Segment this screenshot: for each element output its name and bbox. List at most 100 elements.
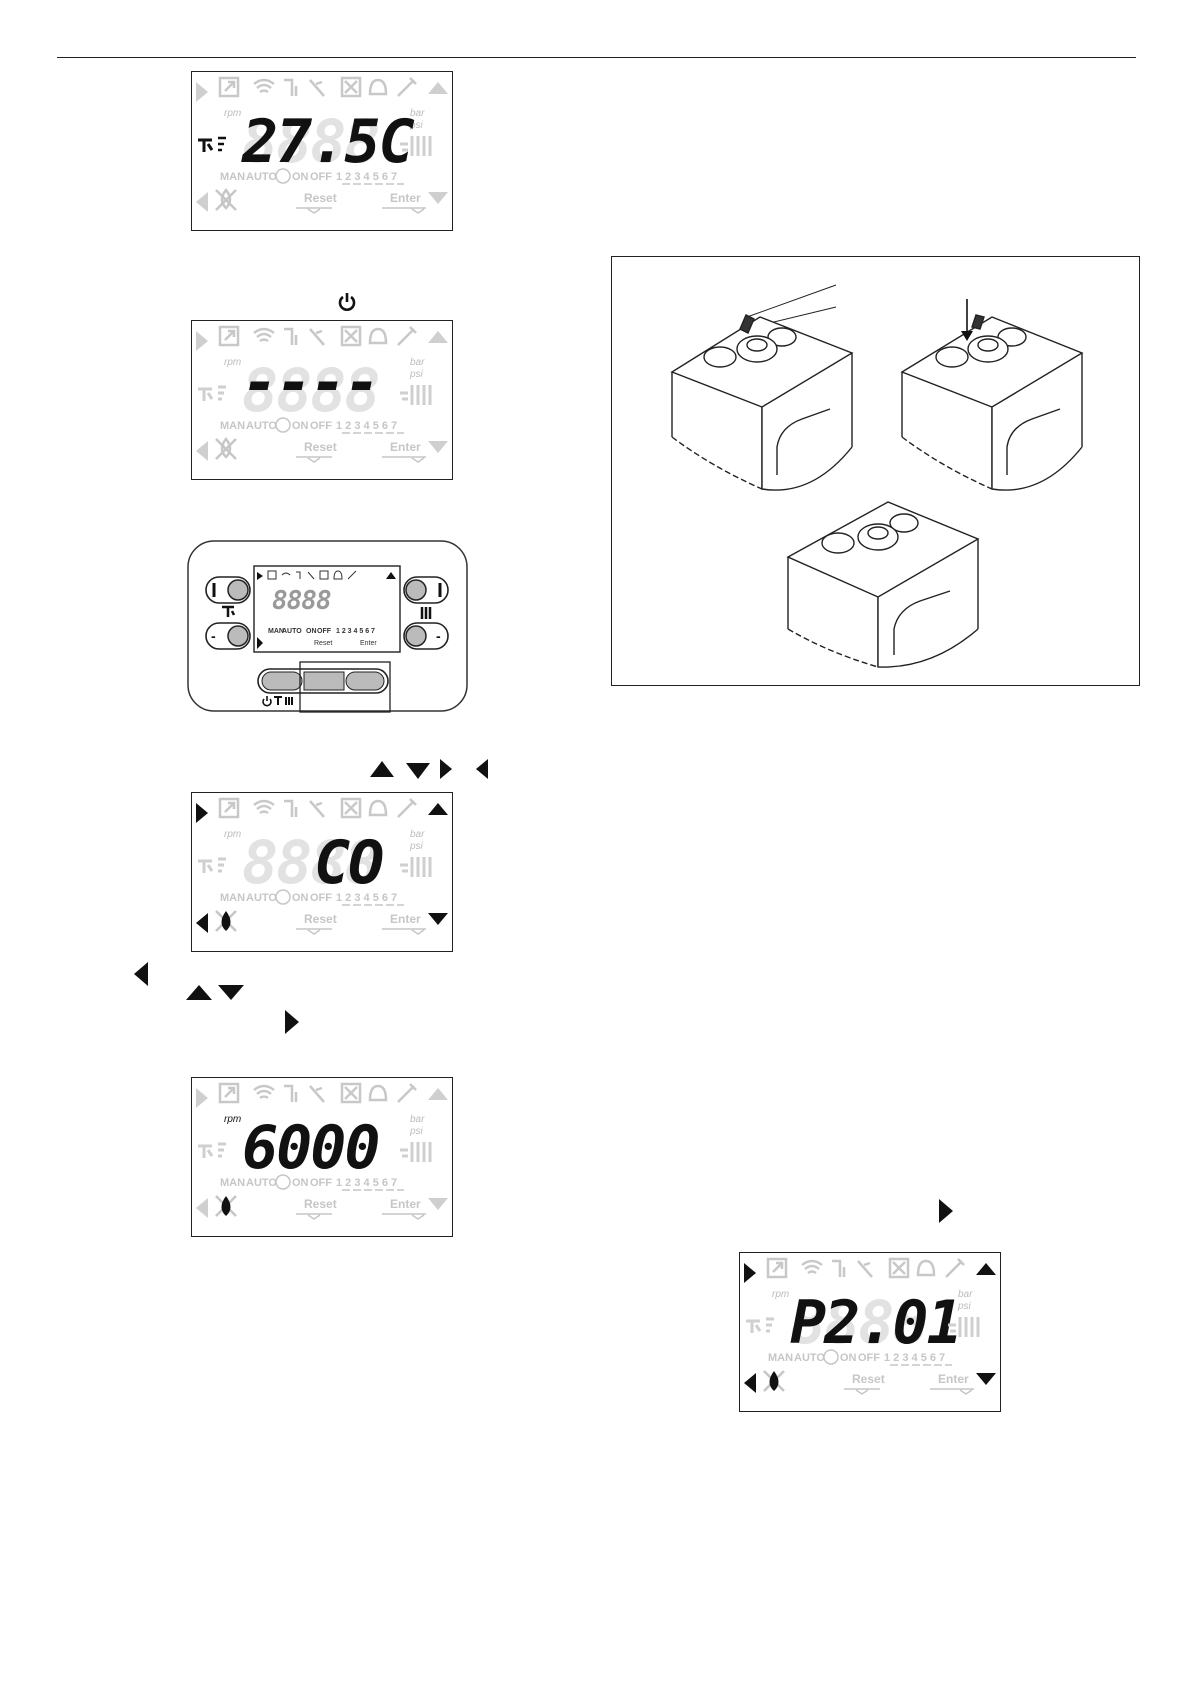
up-arrow-icon bbox=[976, 1263, 996, 1275]
svg-text:Reset: Reset bbox=[314, 640, 332, 647]
svg-text:OFF: OFF bbox=[310, 1177, 332, 1189]
svg-text:OFF: OFF bbox=[317, 628, 332, 635]
clock-icon bbox=[275, 168, 291, 184]
boiler-step-2 bbox=[900, 314, 1084, 491]
svg-text:rpm: rpm bbox=[224, 829, 241, 840]
fan-icon bbox=[340, 76, 362, 98]
lcd-main-value: 6000 bbox=[242, 1113, 379, 1183]
up-down-arrows bbox=[186, 985, 244, 1000]
svg-text:Reset: Reset bbox=[304, 912, 337, 926]
svg-text:Reset: Reset bbox=[304, 440, 337, 454]
svg-text:8888: 8888 bbox=[790, 1288, 927, 1358]
radiator-icon bbox=[400, 136, 432, 156]
up-arrow-icon bbox=[428, 803, 448, 815]
lcd-screen-parameter: rpm bar psi 8888 P2.01 MAN AUTO ON OFF 1… bbox=[739, 1252, 1001, 1412]
svg-text:-: - bbox=[436, 628, 441, 644]
left-arrow-icon bbox=[744, 1373, 756, 1393]
svg-text:rpm: rpm bbox=[772, 1289, 789, 1300]
svg-text:bar: bar bbox=[410, 1114, 425, 1125]
svg-text:8888: 8888 bbox=[242, 828, 379, 898]
lcd-screen-rpm: rpm bar psi 6000 MAN AUTO ON OFF 1 2 3 4… bbox=[191, 1077, 453, 1237]
svg-text:AUTO: AUTO bbox=[246, 1177, 277, 1189]
dhw-minus-button[interactable]: - bbox=[205, 622, 251, 650]
svg-text:ON: ON bbox=[292, 892, 309, 904]
down-arrow-icon bbox=[428, 913, 448, 925]
up-arrow-icon bbox=[186, 985, 212, 1000]
right-arrow-icon bbox=[196, 803, 208, 823]
svg-text:AUTO: AUTO bbox=[246, 420, 277, 432]
svg-text:1 2 3 4 5 6 7: 1 2 3 4 5 6 7 bbox=[336, 892, 397, 904]
svg-text:Enter: Enter bbox=[390, 440, 421, 454]
svg-text:psi: psi bbox=[957, 1301, 972, 1312]
lcd-main-value: 27.5C bbox=[241, 107, 414, 177]
up-arrow-icon bbox=[370, 761, 394, 777]
svg-text:MAN: MAN bbox=[768, 1352, 793, 1364]
right-arrow-icon bbox=[285, 1010, 299, 1034]
tap-icon bbox=[222, 605, 236, 617]
lcd-screen-co: rpm bar psi 8888 CO MAN AUTO ON OFF 1 2 … bbox=[191, 792, 453, 952]
right-arrow-icon bbox=[440, 759, 452, 779]
flame-icon bbox=[769, 1371, 779, 1391]
svg-text:bar: bar bbox=[410, 829, 425, 840]
power-icon bbox=[338, 293, 356, 311]
mode-button-strip[interactable] bbox=[257, 668, 389, 694]
down-arrow-icon bbox=[428, 192, 448, 204]
svg-text:psi: psi bbox=[409, 841, 424, 852]
svg-text:ON: ON bbox=[840, 1352, 857, 1364]
svg-text:MAN: MAN bbox=[220, 420, 245, 432]
mode-icons bbox=[262, 696, 293, 707]
svg-text:bar: bar bbox=[410, 357, 425, 368]
svg-text:Reset: Reset bbox=[304, 1197, 337, 1211]
svg-text:Enter: Enter bbox=[938, 1372, 969, 1386]
lcd-main-value: CO bbox=[314, 828, 383, 898]
left-arrow-icon bbox=[196, 913, 208, 933]
external-link-icon bbox=[218, 76, 240, 98]
svg-text:-: - bbox=[211, 628, 216, 644]
svg-text:1 2 3 4 5 6 7: 1 2 3 4 5 6 7 bbox=[884, 1352, 945, 1364]
boiler-step-1 bbox=[670, 314, 854, 491]
radiator-icon bbox=[420, 607, 432, 619]
svg-text:AUTO: AUTO bbox=[282, 628, 302, 635]
up-arrow-icon bbox=[428, 82, 448, 94]
mini-lcd: 8888 MAN AUTO ON OFF 1 2 3 4 5 6 7 Reset… bbox=[253, 565, 401, 653]
bar-label: bar bbox=[410, 108, 425, 119]
svg-text:AUTO: AUTO bbox=[246, 892, 277, 904]
left-arrow-icon bbox=[134, 962, 148, 986]
svg-text:ON: ON bbox=[292, 420, 309, 432]
off-label: OFF bbox=[310, 171, 332, 183]
svg-text:OFF: OFF bbox=[310, 892, 332, 904]
chimney-icon bbox=[284, 78, 298, 96]
svg-text:AUTO: AUTO bbox=[794, 1352, 825, 1364]
svg-text:Reset: Reset bbox=[852, 1372, 885, 1386]
dhw-plus-button[interactable] bbox=[205, 576, 251, 604]
flame-icon bbox=[221, 1196, 231, 1216]
rpm-label: rpm bbox=[224, 108, 241, 119]
ch-plus-button[interactable] bbox=[403, 576, 449, 604]
svg-text:psi: psi bbox=[409, 1126, 424, 1137]
tap-icon bbox=[198, 136, 226, 152]
boiler-figure bbox=[611, 256, 1140, 686]
lcd-main-value: P2.01 bbox=[790, 1288, 961, 1358]
svg-text:OFF: OFF bbox=[858, 1352, 880, 1364]
down-arrow-icon bbox=[406, 763, 430, 779]
control-panel: - - 8 bbox=[186, 539, 469, 713]
lcd-screen-dashes: rpm bar psi 8888 ---- MAN AUTO ON OFF 1 … bbox=[191, 320, 453, 480]
svg-text:ON: ON bbox=[306, 628, 317, 635]
left-arrow-icon bbox=[476, 759, 488, 779]
reset-label: Reset bbox=[304, 191, 337, 205]
svg-text:bar: bar bbox=[958, 1289, 973, 1300]
svg-text:1 2 3 4 5 6 7: 1 2 3 4 5 6 7 bbox=[336, 420, 397, 432]
on-label: ON bbox=[292, 171, 309, 183]
svg-text:8888: 8888 bbox=[242, 356, 379, 426]
right-arrow-icon bbox=[939, 1199, 953, 1223]
enter-label: Enter bbox=[390, 191, 421, 205]
wrench-icon bbox=[397, 77, 417, 97]
svg-text:OFF: OFF bbox=[310, 420, 332, 432]
psi-label: psi bbox=[409, 120, 424, 131]
svg-text:ON: ON bbox=[292, 1177, 309, 1189]
right-arrow-icon bbox=[196, 82, 208, 102]
ch-minus-button[interactable]: - bbox=[403, 622, 449, 650]
fan-off-icon bbox=[309, 79, 325, 97]
svg-text:1 2 3 4 5 6 7: 1 2 3 4 5 6 7 bbox=[336, 1177, 397, 1189]
lcd-main-value: ---- bbox=[242, 348, 379, 418]
